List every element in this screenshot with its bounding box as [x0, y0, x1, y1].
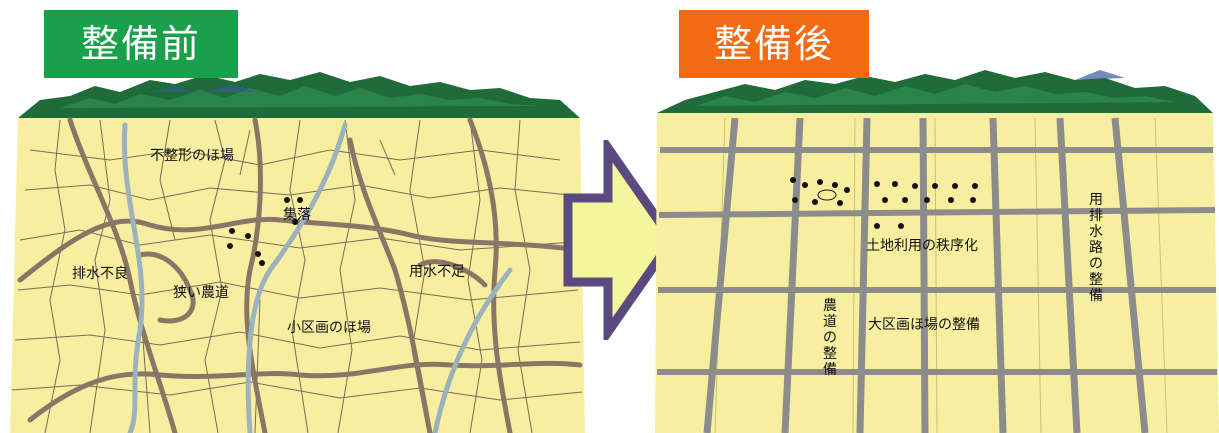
label-canal-improvement: 用排水路の整備 — [1089, 192, 1103, 304]
label-small-plots: 小区画のほ場 — [287, 320, 371, 336]
label-narrow-roads: 狭い農道 — [173, 285, 229, 301]
grid-roads-vertical — [703, 117, 1149, 433]
label-irregular-fields: 不整形のほ場 — [150, 148, 234, 164]
label-large-plots: 大区画ほ場の整備 — [868, 317, 980, 333]
label-water-shortage: 用水不足 — [409, 264, 465, 280]
winding-canals — [121, 122, 513, 433]
label-village: 集落 — [283, 207, 311, 223]
village-houses-after — [790, 177, 978, 229]
after-badge: 整備後 — [679, 10, 869, 78]
label-poor-drainage: 排水不良 — [72, 266, 128, 282]
label-land-use-order: 土地利用の秩序化 — [866, 238, 978, 254]
transition-arrow — [563, 140, 678, 340]
winding-roads — [17, 117, 583, 433]
village-houses-before — [227, 197, 303, 266]
mountain-range-after — [657, 70, 1213, 113]
before-map — [10, 72, 585, 433]
mountain-range-before — [18, 72, 580, 118]
label-farm-road-improvement: 農道の整備 — [823, 298, 837, 378]
after-map — [655, 70, 1219, 433]
before-badge: 整備前 — [44, 10, 238, 78]
field-boundaries — [11, 119, 583, 433]
